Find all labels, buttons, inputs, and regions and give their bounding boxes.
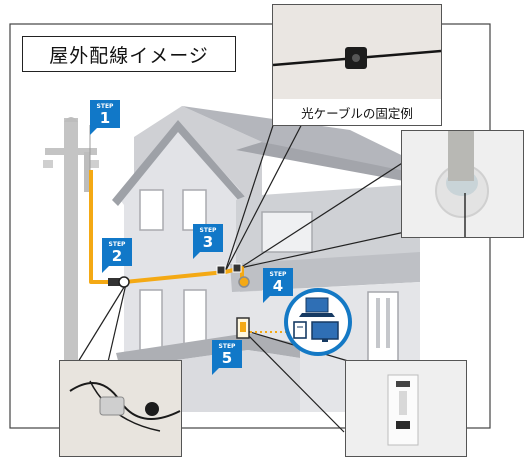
optical-cable — [89, 170, 298, 333]
photo-caption: 光ケーブルの固定例 — [273, 99, 441, 125]
step-badge-5: STEP 5 — [212, 340, 242, 375]
step-badge-1: STEP 1 — [90, 100, 120, 135]
step-number: 4 — [272, 277, 284, 295]
optical-outlet-photo — [346, 361, 466, 456]
step-label: STEP — [108, 241, 126, 248]
cable-devices — [108, 263, 250, 339]
diagram-title: 屋外配線イメージ — [49, 44, 209, 67]
house — [112, 106, 440, 413]
cable-clip-photo — [273, 5, 441, 101]
step-number: 5 — [221, 349, 233, 367]
step-label: STEP — [269, 271, 287, 278]
step-label: STEP — [218, 343, 236, 350]
title-box: 屋外配線イメージ — [22, 36, 236, 72]
step-badge-3: STEP 3 — [193, 224, 223, 259]
step-badge-2: STEP 2 — [102, 238, 132, 273]
pole-connection-photo — [60, 361, 181, 456]
step-badge-4: STEP 4 — [263, 268, 293, 303]
lead-in-hole — [238, 276, 250, 288]
pole-connector — [118, 276, 130, 288]
lead-in-hole-photo — [402, 131, 523, 237]
photo-lead-in-hole — [401, 130, 524, 238]
photo-optical-outlet — [345, 360, 467, 457]
leader-lines — [77, 97, 411, 433]
wall-clamp-b — [232, 263, 242, 273]
network-devices-icon — [284, 288, 352, 356]
step-number: 1 — [99, 109, 111, 127]
step-number: 2 — [111, 247, 123, 265]
step-number: 3 — [202, 233, 214, 251]
photo-pole-connection — [59, 360, 182, 457]
step-label: STEP — [96, 103, 114, 110]
wall-clamp-a — [216, 265, 226, 275]
step-label: STEP — [199, 227, 217, 234]
photo-cable-fixing-example: 光ケーブルの固定例 — [272, 4, 442, 126]
utility-pole — [43, 117, 99, 418]
